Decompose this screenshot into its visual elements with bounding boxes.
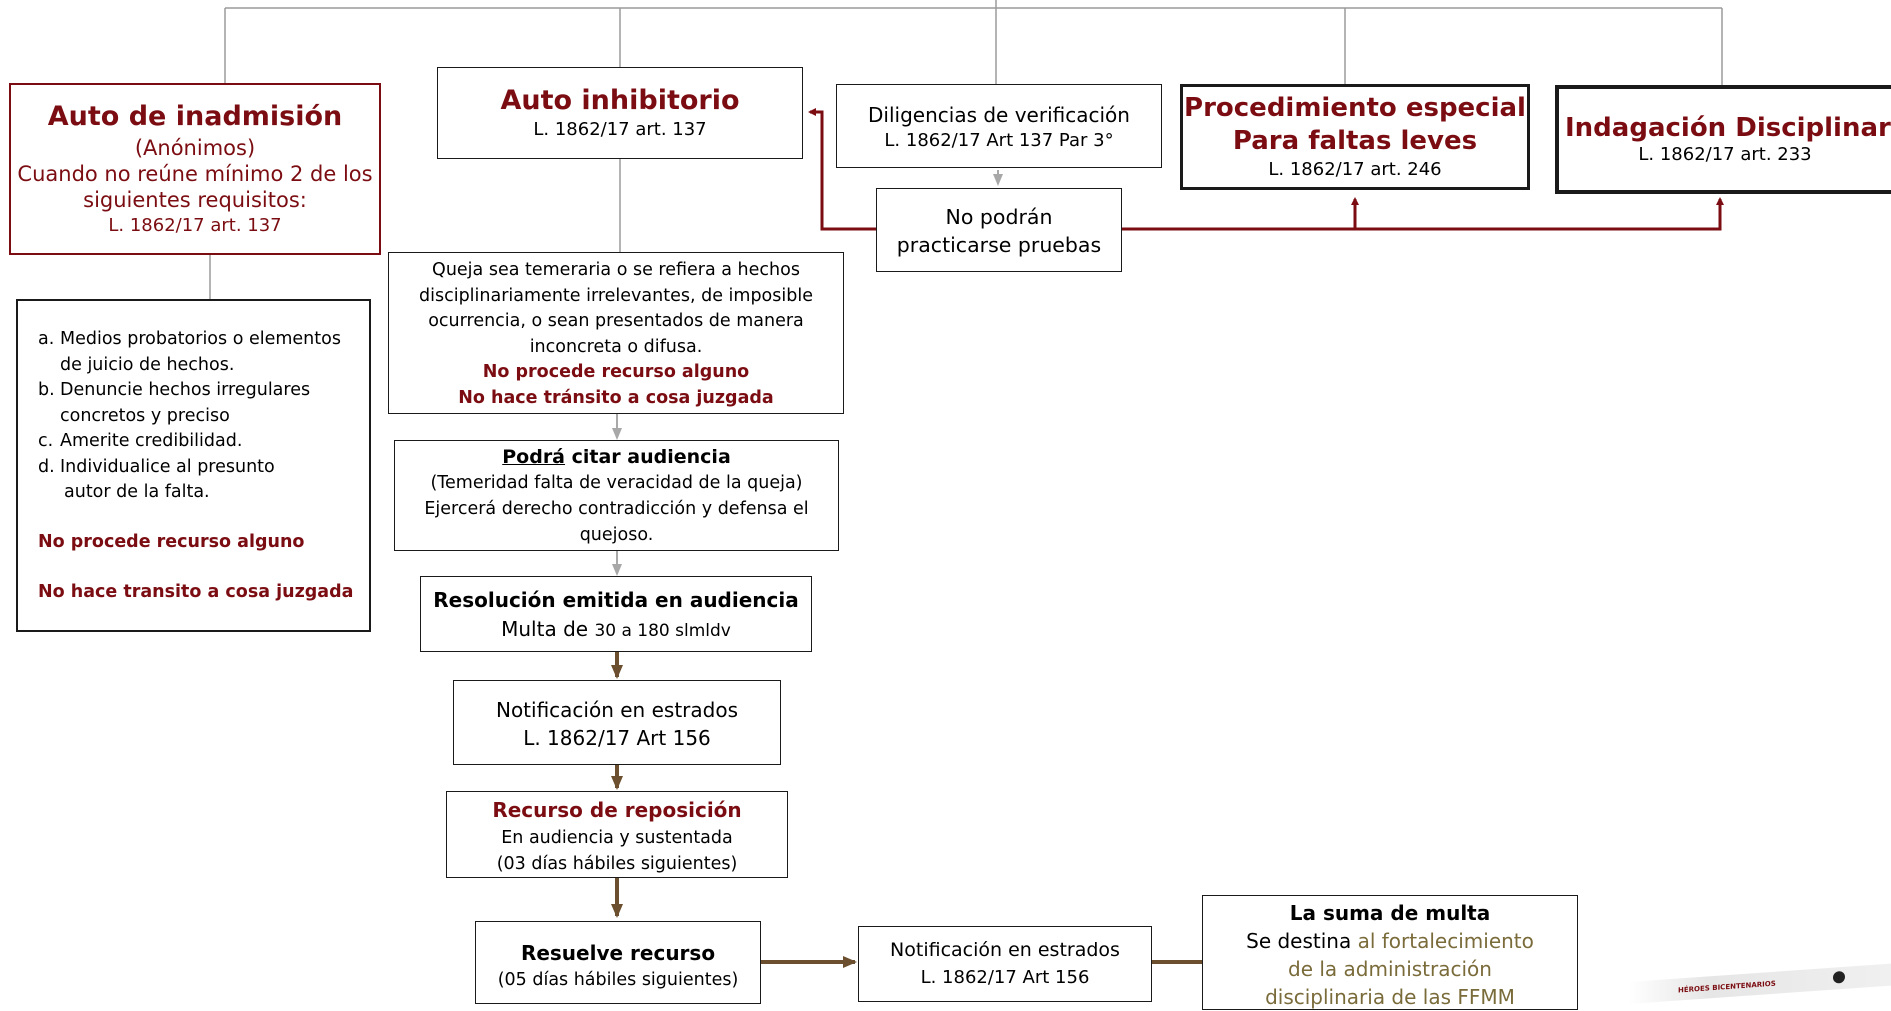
- notificacion-1-ref: L. 1862/17 Art 156: [523, 726, 711, 750]
- audiencia-line2: Ejercerá derecho contradicción y defensa…: [424, 499, 809, 519]
- audiencia-line1: (Temeridad falta de veracidad de la quej…: [430, 473, 803, 493]
- indagacion-title: Indagación Disciplinaria: [1565, 113, 1891, 143]
- brown-arrows: [611, 652, 1202, 968]
- gray-arrows: [612, 170, 1003, 576]
- suma-multa-line2: de la administración: [1288, 957, 1492, 981]
- notificacion-1-title: Notificación en estrados: [495, 698, 738, 722]
- queja-line4: inconcreta o difusa.: [529, 336, 703, 357]
- auto-inadmision-title: Auto de inadmisión: [47, 101, 343, 132]
- suma-multa-box: La suma de multa Se destina al fortaleci…: [1202, 895, 1578, 1010]
- resolucion-box: Resolución emitida en audiencia Multa de…: [420, 576, 812, 652]
- diligencias-title: Diligencias de verificación: [868, 103, 1130, 127]
- resuelve-line1: (05 días hábiles siguientes): [497, 970, 739, 990]
- diligencias-ref: L. 1862/17 Art 137 Par 3°: [884, 130, 1114, 151]
- suma-multa-line3: disciplinaria de las FFMM: [1265, 985, 1515, 1009]
- audiencia-title: Podrá citar audiencia: [502, 446, 731, 468]
- audiencia-box: Podrá citar audiencia (Temeridad falta d…: [394, 440, 839, 551]
- requisito-c: c.Amerite credibilidad.: [38, 431, 243, 451]
- queja-line3: ocurrencia, o sean presentados de manera: [428, 311, 804, 331]
- procedimiento-especial-box: Procedimiento especial Para faltas leves…: [1180, 84, 1530, 190]
- auto-inhibitorio-title: Auto inhibitorio: [500, 85, 740, 116]
- auto-inadmision-ref: L. 1862/17 art. 137: [108, 215, 282, 236]
- suma-multa-line1: Se destina al fortalecimiento: [1246, 929, 1534, 953]
- notificacion-2-ref: L. 1862/17 Art 156: [920, 967, 1090, 988]
- resuelve-recurso-box: Resuelve recurso (05 días hábiles siguie…: [475, 921, 761, 1004]
- queja-note-recurso: No procede recurso alguno: [482, 362, 750, 382]
- queja-line1: Queja sea temeraria o se refiera a hecho…: [432, 260, 800, 280]
- queja-note-cosa-juzgada: No hace tránsito a cosa juzgada: [458, 387, 774, 408]
- audiencia-line3: quejoso.: [579, 525, 654, 545]
- reposicion-line2: (03 días hábiles siguientes): [496, 854, 738, 874]
- auto-inadmision-line2: Cuando no reúne mínimo 2 de los: [17, 162, 373, 186]
- reposicion-title: Recurso de reposición: [492, 798, 742, 822]
- auto-inhibitorio-box: Auto inhibitorio L. 1862/17 art. 137: [437, 67, 803, 159]
- queja-box: Queja sea temeraria o se refiera a hecho…: [388, 252, 844, 414]
- no-pruebas-line1: No podrán: [945, 205, 1053, 229]
- auto-inhibitorio-ref: L. 1862/17 art. 137: [533, 119, 707, 140]
- procedimiento-line2: Para faltas leves: [1232, 126, 1478, 156]
- no-pruebas-box: No podrán practicarse pruebas: [876, 188, 1122, 272]
- requisitos-note-recurso: No procede recurso alguno: [38, 531, 305, 552]
- indagacion-ref: L. 1862/17 art. 233: [1638, 144, 1812, 165]
- resolucion-multa: Multa de 30 a 180 slmldv: [501, 617, 731, 641]
- auto-inadmision-anonimos: (Anónimos): [134, 136, 256, 160]
- queja-line2: disciplinariamente irrelevantes, de impo…: [419, 285, 813, 306]
- requisitos-note-cosa-juzgada: No hace transito a cosa juzgada: [38, 582, 354, 602]
- top-branch-lines: [209, 0, 1723, 299]
- auto-inadmision-line3: siguientes requisitos:: [83, 188, 307, 212]
- heroes-bicentenarios-text: HÉROES BICENTENARIOS: [1678, 979, 1776, 995]
- resolucion-title: Resolución emitida en audiencia: [433, 588, 799, 612]
- procedimiento-line1: Procedimiento especial: [1184, 93, 1526, 123]
- reposicion-line1: En audiencia y sustentada: [501, 828, 733, 848]
- diligencias-box: Diligencias de verificación L. 1862/17 A…: [836, 84, 1162, 168]
- auto-inadmision-box: Auto de inadmisión (Anónimos) Cuando no …: [9, 83, 381, 255]
- notificacion-estrados-2-box: Notificación en estrados L. 1862/17 Art …: [858, 926, 1152, 1002]
- notificacion-2-title: Notificación en estrados: [890, 939, 1120, 961]
- resuelve-title: Resuelve recurso: [520, 941, 716, 965]
- no-pruebas-line2: practicarse pruebas: [896, 233, 1102, 257]
- procedimiento-ref: L. 1862/17 art. 246: [1268, 159, 1442, 180]
- red-connectors: [808, 108, 1724, 231]
- recurso-reposicion-box: Recurso de reposición En audiencia y sus…: [446, 791, 788, 878]
- indagacion-disciplinaria-box: Indagación Disciplinaria L. 1862/17 art.…: [1555, 85, 1891, 194]
- notificacion-estrados-1-box: Notificación en estrados L. 1862/17 Art …: [453, 680, 781, 765]
- suma-multa-title: La suma de multa: [1289, 901, 1491, 925]
- seal-icon: [1833, 970, 1845, 984]
